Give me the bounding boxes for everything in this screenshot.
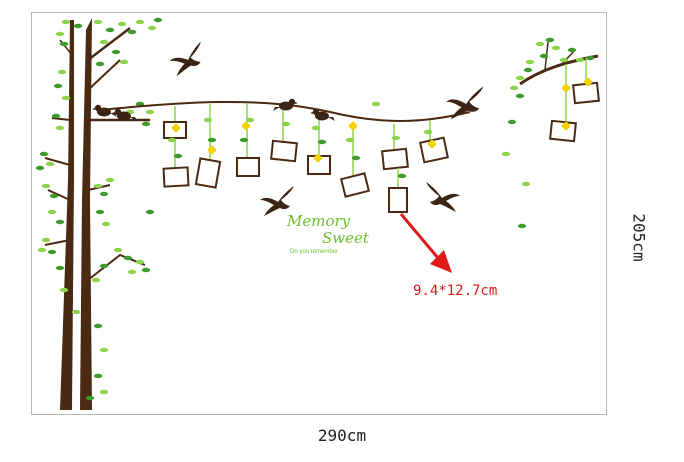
flower-icon <box>207 145 217 155</box>
bird-icon <box>446 86 484 120</box>
flower-icon <box>561 83 571 93</box>
decal-script-text-line2: Sweet <box>322 229 369 247</box>
photo-frame-icon <box>194 104 222 189</box>
photo-frame-icon <box>270 104 298 163</box>
arrow-icon <box>399 213 452 273</box>
bird-icon <box>167 41 207 77</box>
photo-frame-icon <box>549 64 577 143</box>
photo-frame-icon <box>381 124 409 213</box>
flower-icon <box>348 121 358 131</box>
height-dimension-label: 205cm <box>629 213 649 262</box>
decal-panel <box>31 12 607 415</box>
width-dimension-label: 290cm <box>317 426 367 445</box>
photo-frame-icon <box>236 103 260 177</box>
tree-icon <box>35 17 163 410</box>
decal-tagline: Do you remember <box>290 249 339 255</box>
decal-script-text-line1: Memory <box>287 212 351 230</box>
photo-frames <box>162 103 450 213</box>
branch-icon <box>509 37 599 99</box>
flower-icon <box>241 121 251 131</box>
photo-frame-icon <box>162 106 190 188</box>
bird-icon <box>92 104 117 117</box>
bird-icon <box>426 182 460 212</box>
photo-frame-icon <box>339 122 371 198</box>
frame-size-label: 9.4*12.7cm <box>413 283 498 299</box>
